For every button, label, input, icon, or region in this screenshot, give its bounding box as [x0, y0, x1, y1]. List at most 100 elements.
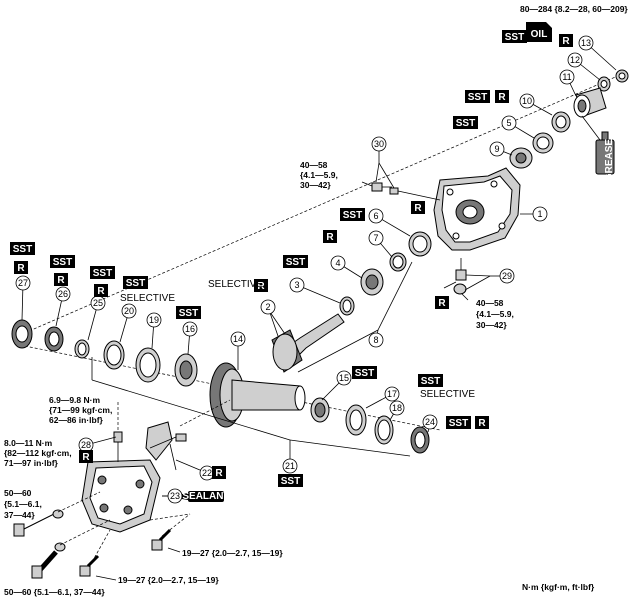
callout-number-1: 1 — [537, 209, 542, 219]
part-24-oil-seal — [410, 426, 430, 454]
callout-number-19: 19 — [149, 315, 159, 325]
sst-badge-text-0: SST — [505, 32, 524, 43]
callout-circle-7 — [368, 230, 384, 246]
r-badge-24 — [79, 450, 93, 463]
callout-number-22: 22 — [202, 468, 212, 478]
callout-circle-11 — [559, 69, 575, 85]
r-badge-1 — [559, 34, 573, 47]
torque-28-line1: 8.0—11 N·m — [4, 438, 53, 448]
sst-badge-text-20: SST — [421, 376, 440, 387]
callout-leader-3 — [296, 284, 341, 304]
sst-badge-text-17: SST — [126, 278, 145, 289]
torque-28-line2: {82—112 kgf·cm, — [4, 448, 72, 458]
callout-number-5: 5 — [506, 118, 511, 128]
cover-bolt-small-a — [151, 528, 172, 551]
callout-number-3: 3 — [294, 280, 299, 290]
sst-badge-15 — [90, 266, 115, 279]
r-badge-text-10: R — [438, 298, 446, 309]
part-9-bearing — [509, 147, 533, 169]
callout-number-15: 15 — [339, 373, 349, 383]
torque-bolt-line1: 50—60 — [4, 488, 32, 498]
torque-30-line3: 30—42} — [300, 180, 331, 190]
sst-badge-25 — [278, 474, 303, 487]
cover-bolt-lower-left — [13, 513, 55, 537]
sst-badge-8 — [283, 255, 308, 268]
torque-bolt-line2: {5.1—6.1, — [4, 499, 42, 509]
callout-number-23: 23 — [170, 491, 180, 501]
sst-badge-text-6: SST — [343, 210, 362, 221]
callout-number-24: 24 — [425, 417, 435, 427]
washer-b — [54, 542, 66, 552]
part-23-rear-cover — [81, 459, 161, 533]
r-badge-7 — [323, 230, 337, 243]
r-badge-text-14: R — [57, 275, 65, 286]
sst-badge-20 — [418, 374, 443, 387]
r-badge-text-23: R — [215, 468, 223, 479]
sst-badge-text-19: SST — [355, 368, 374, 379]
sst-badge-text-13: SST — [53, 257, 72, 268]
sst-badge-text-2: SST — [468, 92, 487, 103]
r-badge-3 — [495, 90, 509, 103]
torque-29-line2: {4.1—5.9, — [476, 309, 514, 319]
r-badge-text-12: R — [17, 263, 25, 274]
torque-cover-line3: 62—86 in·lbf} — [49, 415, 104, 425]
callout-number-8: 8 — [373, 335, 378, 345]
part-19-outer-race — [135, 347, 161, 383]
grease-label: GREASE — [604, 139, 615, 182]
grease-tube-icon: GREASE — [595, 131, 615, 182]
callout-number-4: 4 — [335, 258, 340, 268]
part-12-washer — [597, 76, 611, 92]
callout-number-20: 20 — [124, 306, 134, 316]
part-28-plug — [113, 431, 123, 462]
r-badge-16 — [94, 284, 108, 297]
callout-group: 1234567891011121314151617181920212223242… — [15, 35, 617, 504]
callout-number-2: 2 — [265, 302, 270, 312]
callout-number-16: 16 — [185, 324, 195, 334]
callout-number-12: 12 — [570, 55, 580, 65]
callout-number-21: 21 — [285, 461, 295, 471]
callout-number-10: 10 — [522, 96, 532, 106]
sst-badge-19 — [352, 366, 377, 379]
callout-circle-29 — [499, 268, 515, 284]
callout-number-25: 25 — [93, 298, 103, 308]
callout-circle-5 — [501, 115, 517, 131]
r-badge-text-22: R — [478, 418, 486, 429]
sst-badge-text-18: SST — [179, 308, 198, 319]
sst-badge-2 — [465, 90, 490, 103]
torque-cover-line2: {71—99 kgf·cm, — [49, 405, 112, 415]
callout-circle-19 — [146, 312, 162, 328]
cover-bolt-lower — [31, 550, 58, 579]
part-1-differential-carrier — [433, 167, 521, 251]
part-20-shim — [103, 340, 125, 370]
callout-number-18: 18 — [392, 403, 402, 413]
callout-circle-14 — [230, 331, 246, 347]
r-badge-22 — [475, 416, 489, 429]
axis-line-lower — [19, 344, 441, 431]
part-27-oil-seal — [11, 319, 33, 349]
callout-number-29: 29 — [502, 271, 512, 281]
sst-badge-text-15: SST — [93, 268, 112, 279]
callout-circle-23 — [167, 488, 183, 504]
callout-number-9: 9 — [494, 144, 499, 154]
part-10-oil-seal — [551, 111, 571, 133]
sst-badge-18 — [176, 306, 201, 319]
selective-label-18: SELECTIVE — [420, 389, 475, 400]
part-14-ring-gear-case — [209, 362, 306, 428]
callout-circle-13 — [578, 35, 594, 51]
callout-circle-26 — [55, 286, 71, 302]
callout-number-13: 13 — [581, 38, 591, 48]
r-badge-23 — [212, 466, 226, 479]
callout-circle-2 — [260, 299, 276, 315]
r-badge-14 — [54, 273, 68, 286]
sst-badge-4 — [453, 116, 478, 129]
callout-number-26: 26 — [58, 289, 68, 299]
callout-number-7: 7 — [373, 233, 378, 243]
torque-small-2: 19—27 {2.0—2.7, 15—19} — [118, 575, 219, 585]
torque-small-1: 19—27 {2.0—2.7, 15—19} — [182, 548, 283, 558]
callout-circle-3 — [289, 277, 305, 293]
torque-29-line1: 40—58 — [476, 298, 504, 308]
axis-line-upper — [19, 74, 621, 336]
sst-badge-text-11: SST — [13, 244, 32, 255]
torque-cover-line1: 6.9—9.8 N·m — [49, 395, 100, 405]
